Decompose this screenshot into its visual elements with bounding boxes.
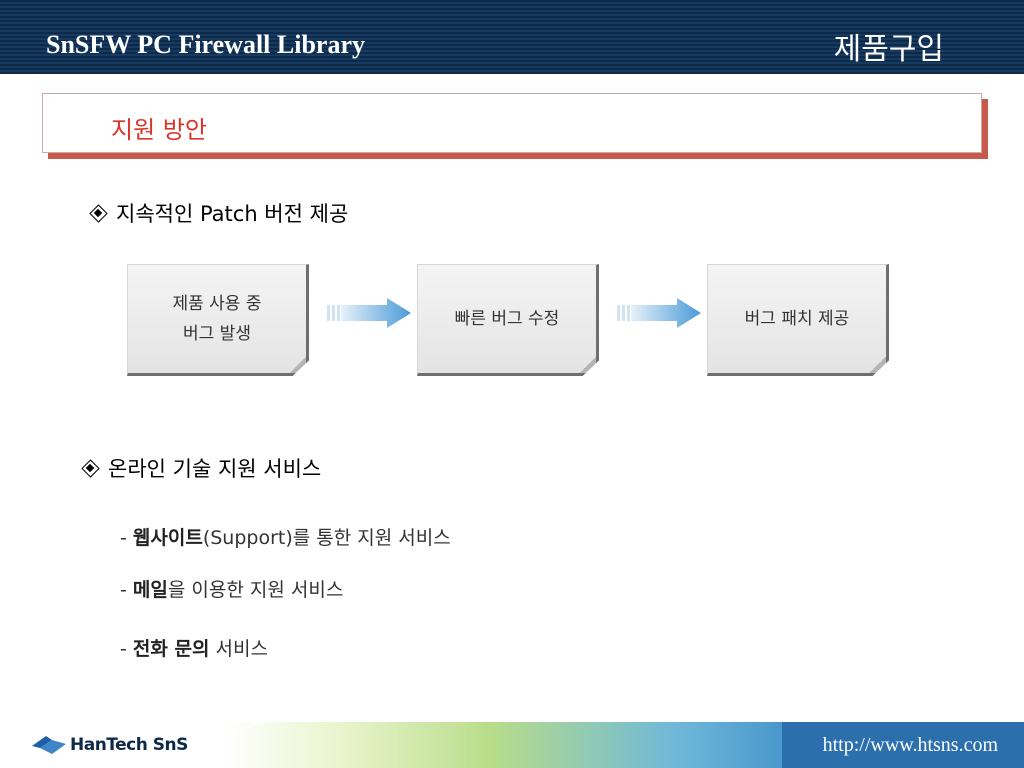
support-item-desc: 서비스 (209, 638, 268, 660)
header-bar: SnSFW PC Firewall Library 제품구입 (0, 0, 1024, 74)
footer-url-box: http://www.htsns.com (782, 722, 1024, 768)
support-item-prefix: - (120, 527, 133, 549)
page-fold-icon (289, 357, 306, 373)
logo-text: HanTech SnS (70, 735, 188, 755)
flow-step2-text: 빠른 버그 수정 (454, 309, 560, 329)
support-item-desc: (Support)를 통한 지원 서비스 (202, 527, 451, 549)
support-item-phone: - 전화 문의 서비스 (120, 634, 268, 661)
page-fold-icon (579, 357, 596, 373)
support-item-email: - 메일을 이용한 지원 서비스 (120, 575, 343, 602)
flow-step3-text: 버그 패치 제공 (744, 309, 850, 329)
support-item-keyword: 웹사이트 (132, 527, 203, 549)
diamond-bullet-icon (90, 205, 106, 221)
support-item-website: - 웹사이트(Support)를 통한 지원 서비스 (120, 523, 451, 550)
flow-step-quick-fix: 빠른 버그 수정 (417, 264, 599, 376)
flow-step-bug-occurs: 제품 사용 중 버그 발생 (127, 264, 309, 376)
footer-url-link[interactable]: http://www.htsns.com (822, 734, 998, 756)
flow-step1-line2: 버그 발생 (183, 324, 251, 344)
page-fold-icon (869, 357, 886, 373)
hantech-logo-icon (32, 736, 66, 754)
support-item-prefix: - (120, 638, 133, 660)
bullet-patch: 지속적인 Patch 버전 제공 (90, 198, 348, 228)
support-item-desc: 을 이용한 지원 서비스 (167, 579, 344, 601)
header-title: SnSFW PC Firewall Library (46, 30, 365, 59)
flow-step1-line1: 제품 사용 중 (172, 294, 262, 314)
company-logo: HanTech SnS (32, 734, 188, 756)
bullet-online-support-text: 온라인 기술 지원 서비스 (108, 457, 322, 481)
flow-step-patch-release: 버그 패치 제공 (707, 264, 889, 376)
footer-bar: HanTech SnS http://www.htsns.com (0, 722, 1024, 768)
bullet-patch-text: 지속적인 Patch 버전 제공 (116, 202, 349, 226)
section-title-box: 지원 방안 (42, 93, 982, 153)
bullet-online-support: 온라인 기술 지원 서비스 (82, 453, 321, 483)
section-title: 지원 방안 (111, 116, 207, 144)
diamond-bullet-icon (82, 460, 98, 476)
header-right-label: 제품구입 (833, 32, 944, 67)
arrow-right-icon (617, 298, 701, 328)
arrow-right-icon (327, 298, 411, 328)
support-item-prefix: - (120, 579, 133, 601)
support-item-keyword: 메일 (132, 579, 168, 601)
support-item-keyword: 전화 문의 (132, 638, 210, 660)
